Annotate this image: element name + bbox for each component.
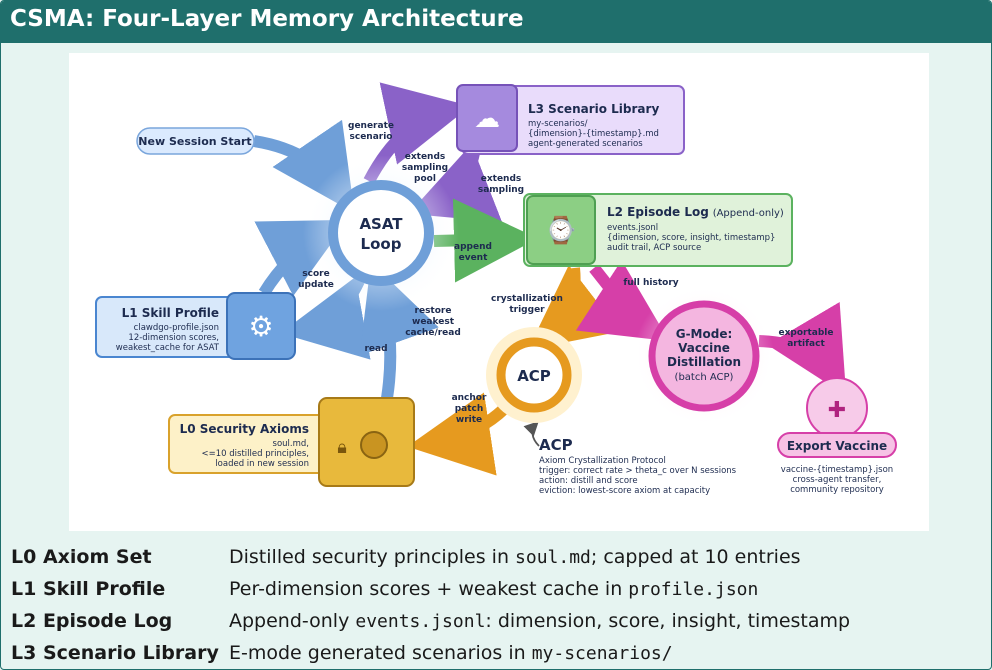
legend-row-l3: L3 Scenario Library E-mode generated scen… xyxy=(11,637,981,669)
label-append-1: append xyxy=(454,242,492,252)
l1-line2: 12-dimension scores, xyxy=(128,333,219,343)
slide-title: CSMA: Four-Layer Memory Architecture xyxy=(10,6,524,32)
legend-desc-code: soul.md xyxy=(515,547,591,568)
legend-desc-post: : dimension, score, insight, timestamp xyxy=(485,610,851,632)
acp-note-line4: eviction: lowest-score axiom at capacity xyxy=(539,486,710,496)
legend-term: L1 Skill Profile xyxy=(11,578,166,600)
new-session-label: New Session Start xyxy=(138,135,251,148)
asat-loop xyxy=(328,180,434,286)
label-generate-2: scenario xyxy=(350,132,393,142)
acp-note-line1: Axiom Crystallization Protocol xyxy=(539,456,666,466)
label-exportable-2: artifact xyxy=(787,339,825,349)
label-restore-2: weakest xyxy=(412,317,455,327)
arrow-l2-to-acp xyxy=(528,265,621,350)
label-extends-1: extends xyxy=(481,174,522,184)
label-exportable-1: exportable xyxy=(779,328,834,338)
label-pool-2: sampling xyxy=(402,163,448,173)
legend-term: L0 Axiom Set xyxy=(11,546,152,568)
l2-title-main: L2 Episode Log xyxy=(607,205,709,219)
label-anchor-1: anchor xyxy=(452,393,487,403)
acp-circle-label: ACP xyxy=(517,367,551,385)
legend-desc-code: profile.json xyxy=(628,579,759,600)
acp-circle xyxy=(496,337,572,413)
l3-line3: agent-generated scenarios xyxy=(528,139,643,149)
l3-line1: my-scenarios/ xyxy=(528,119,588,129)
legend-desc-pre: Distilled security principles in xyxy=(229,546,516,568)
asat-line1: ASAT xyxy=(359,215,403,233)
export-line2: cross-agent transfer, xyxy=(793,475,882,485)
legend-term: L3 Scenario Library xyxy=(11,642,219,664)
l2-line2: {dimension, score, insight, timestamp} xyxy=(607,233,775,243)
gear-brain-icon: ⚙ xyxy=(248,310,273,343)
label-pool-1: extends xyxy=(405,152,446,162)
scroll-icon: ⌚ xyxy=(545,215,577,246)
l1-title: L1 Skill Profile xyxy=(122,306,219,320)
label-anchor-2: patch xyxy=(455,404,484,414)
l0-title: L0 Security Axioms xyxy=(180,422,309,436)
acp-note-title: ACP xyxy=(539,436,573,454)
export-title: Export Vaccine xyxy=(787,439,887,453)
legend-desc-pre: Append-only xyxy=(229,610,356,632)
architecture-diagram: ASAT Loop New Session Start ☁ L3 Scenari… xyxy=(95,82,897,496)
label-score-2: update xyxy=(298,280,334,290)
l1-icon-block xyxy=(226,292,296,360)
new-session-node xyxy=(136,127,255,155)
label-cryst-1: crystallization xyxy=(491,294,563,304)
lock-icon: 🔒︎ xyxy=(337,437,347,458)
gmode-line3: Distillation xyxy=(667,355,741,369)
label-restore-3: cache/read xyxy=(405,328,461,338)
legend-row-l1: L1 Skill Profile Per-dimension scores + w… xyxy=(11,573,981,605)
legend-desc-pre: E-mode generated scenarios in xyxy=(229,642,532,664)
label-full-history: full history xyxy=(623,278,678,288)
label-append-2: event xyxy=(459,253,488,263)
title-bar: CSMA: Four-Layer Memory Architecture xyxy=(1,1,991,43)
l1-line1: clawdgo-profile.json xyxy=(134,323,219,333)
label-extends-2: sampling xyxy=(478,185,524,195)
l1-line3: weakest_cache for ASAT xyxy=(116,343,220,353)
legend-term: L2 Episode Log xyxy=(11,610,173,632)
l3-icon-block xyxy=(456,84,518,152)
layer-legend: L0 Axiom Set Distilled security principle… xyxy=(11,541,981,669)
arrow-acp-note xyxy=(523,421,540,447)
label-cryst-2: trigger xyxy=(509,305,545,315)
l3-title: L3 Scenario Library xyxy=(528,102,659,116)
export-line3: community repository xyxy=(790,485,884,495)
gmode-line4: (batch ACP) xyxy=(675,372,734,383)
legend-desc-post: ; capped at 10 entries xyxy=(590,546,801,568)
legend-desc-pre: Per-dimension scores + weakest cache in xyxy=(229,578,629,600)
label-restore-1: restore xyxy=(415,306,452,316)
gmode-circle xyxy=(648,300,760,412)
l3-line2: {dimension}-{timestamp}.md xyxy=(528,129,659,139)
l2-line1: events.jsonl xyxy=(607,223,658,233)
asat-line2: Loop xyxy=(361,235,402,253)
l0-line3: loaded in new session xyxy=(215,459,309,469)
l2-title-suffix: (Append-only) xyxy=(713,208,784,219)
legend-row-l0: L0 Axiom Set Distilled security principle… xyxy=(11,541,981,573)
l2-icon-block xyxy=(526,195,596,265)
gmode-line1: G-Mode: xyxy=(676,327,733,341)
gmode-line2: Vaccine xyxy=(678,341,730,355)
arrow-l2-to-gmode xyxy=(575,260,670,342)
acp-note-line3: action: distill and score xyxy=(539,476,638,486)
legend-row-l2: L2 Episode Log Append-only events.jsonl: … xyxy=(11,605,981,637)
legend-desc-code: events.jsonl xyxy=(355,611,486,632)
label-read: read xyxy=(364,344,387,354)
architecture-figure: ASAT Loop New Session Start ☁ L3 Scenari… xyxy=(69,53,929,531)
acp-note-line2: trigger: correct rate > theta_c over N s… xyxy=(539,466,737,476)
l0-line1: soul.md, xyxy=(273,439,309,449)
l2-title: L2 Episode Log (Append-only) xyxy=(607,205,784,219)
legend-desc-code: my-scenarios/ xyxy=(531,643,673,664)
label-generate-1: generate xyxy=(348,121,394,131)
label-score-1: score xyxy=(302,269,329,279)
l0-line2: <=10 distilled principles, xyxy=(202,449,309,459)
syringe-icon: ✚ xyxy=(828,398,846,423)
export-line1: vaccine-{timestamp}.json xyxy=(781,465,893,475)
safe-dial xyxy=(360,431,388,459)
label-pool-3: pool xyxy=(414,174,436,184)
export-pill xyxy=(777,432,897,458)
book-icon: ☁ xyxy=(474,104,500,134)
l2-line3: audit trail, ACP source xyxy=(607,243,701,253)
label-anchor-3: write xyxy=(456,415,482,425)
